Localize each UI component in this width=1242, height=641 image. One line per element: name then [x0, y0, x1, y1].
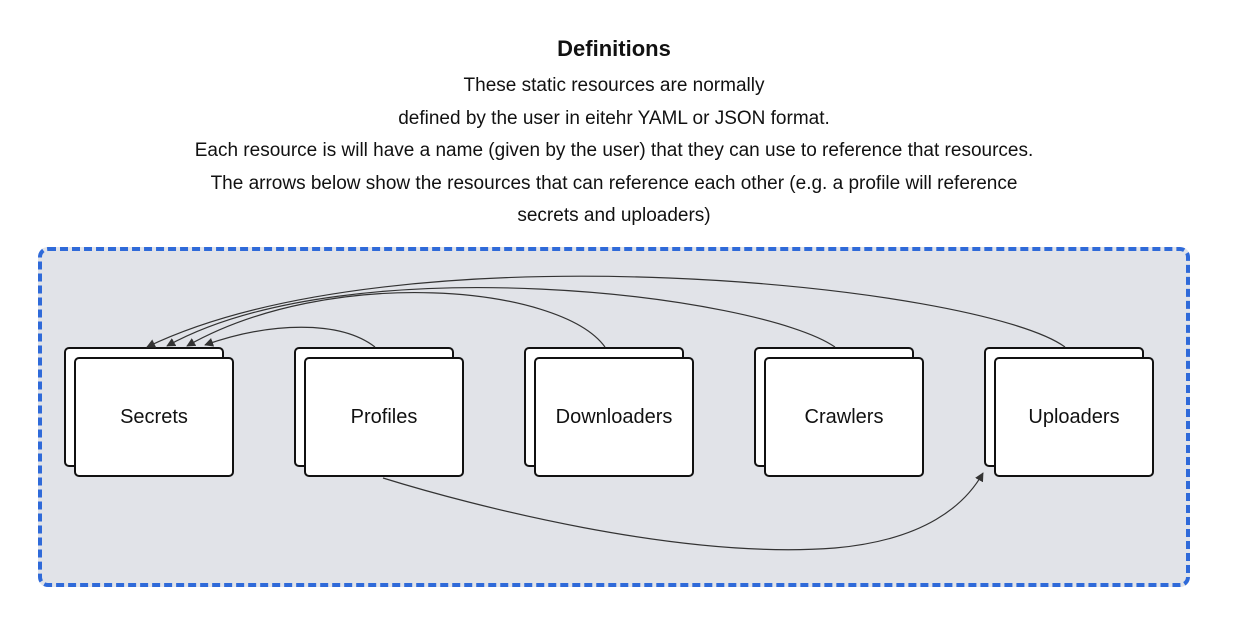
- node-card-front: Crawlers: [764, 357, 924, 477]
- node-label: Profiles: [350, 405, 418, 428]
- node-secrets[interactable]: Secrets: [64, 347, 236, 479]
- node-card-front: Downloaders: [534, 357, 694, 477]
- node-card-front: Secrets: [74, 357, 234, 477]
- description-line: These static resources are normally: [463, 75, 765, 96]
- node-label: Secrets: [120, 405, 188, 428]
- node-card-front: Profiles: [304, 357, 464, 477]
- description-line: Each resource is will have a name (given…: [194, 140, 1034, 161]
- node-label: Uploaders: [1028, 405, 1120, 428]
- node-profiles[interactable]: Profiles: [294, 347, 466, 479]
- description-line: The arrows below show the resources that…: [210, 172, 1018, 194]
- node-uploaders[interactable]: Uploaders: [984, 347, 1156, 479]
- diagram-description: These static resources are normally defi…: [0, 70, 1228, 233]
- diagram-title: Definitions: [557, 36, 671, 61]
- node-crawlers[interactable]: Crawlers: [754, 347, 926, 479]
- node-card-front: Uploaders: [994, 357, 1154, 477]
- node-label: Crawlers: [804, 405, 884, 428]
- node-label: Downloaders: [555, 405, 673, 428]
- node-downloaders[interactable]: Downloaders: [524, 347, 696, 479]
- description-line: defined by the user in eitehr YAML or JS…: [398, 107, 830, 129]
- description-line: secrets and uploaders): [517, 205, 711, 226]
